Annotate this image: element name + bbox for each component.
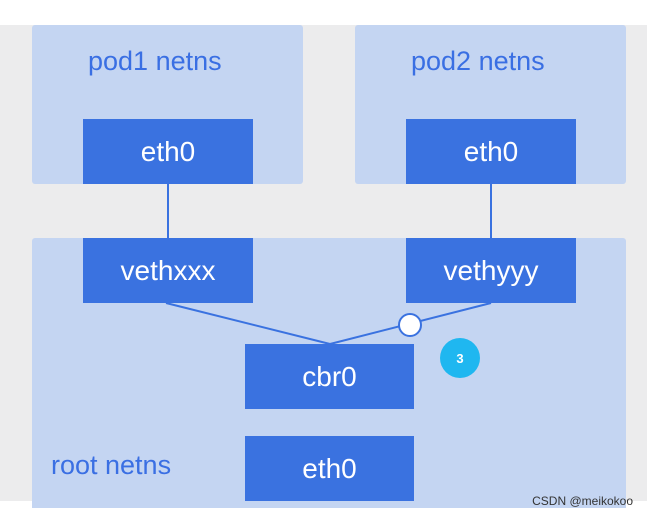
pod1-namespace-label: pod1 netns xyxy=(88,46,222,76)
pod1-eth0-interface: eth0 xyxy=(83,119,253,184)
pod2-eth0-interface: eth0 xyxy=(406,119,576,184)
pod2-namespace-label: pod2 netns xyxy=(411,46,545,76)
step-number-badge: 3 xyxy=(440,338,480,378)
vethyyy-interface: vethyyy xyxy=(406,238,576,303)
watermark-text: CSDN @meikokoo xyxy=(532,494,633,508)
link-vethxxx-to-cbr0 xyxy=(165,302,331,345)
vethxxx-interface: vethxxx xyxy=(83,238,253,303)
root-namespace-label: root netns xyxy=(51,450,172,480)
root-eth0-interface: eth0 xyxy=(245,436,414,501)
packet-marker xyxy=(398,313,422,337)
cbr0-bridge: cbr0 xyxy=(245,344,414,409)
